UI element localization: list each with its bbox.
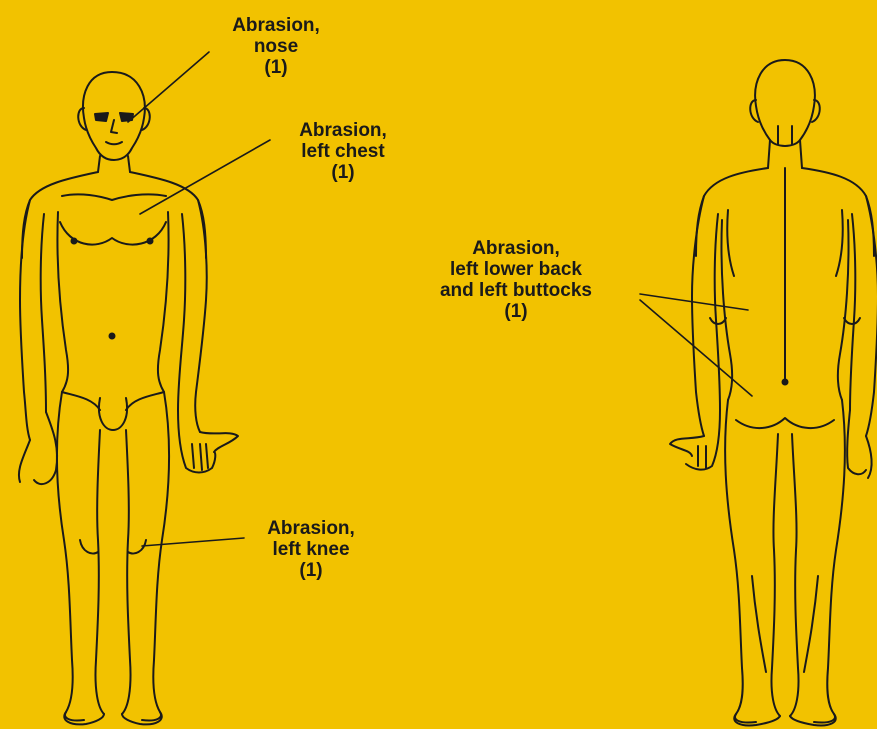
annotation-left-chest-line2: left chest (268, 141, 418, 162)
front-eye-left (95, 113, 108, 121)
annotation-left-chest-line1: Abrasion, (268, 120, 418, 141)
front-nose (111, 120, 117, 133)
annotation-left-chest: Abrasion, left chest (1) (268, 120, 418, 183)
front-torso (22, 172, 206, 258)
annotation-left-chest-line3: (1) (268, 162, 418, 183)
annotation-left-knee-line1: Abrasion, (246, 518, 376, 539)
leader-back-upper (640, 294, 748, 310)
annotation-nose-line3: (1) (206, 57, 346, 78)
annotation-left-lower-back-line3: and left buttocks (398, 280, 634, 301)
annotation-left-knee-line3: (1) (246, 560, 376, 581)
annotation-nose: Abrasion, nose (1) (206, 15, 346, 78)
annotation-nose-line1: Abrasion, (206, 15, 346, 36)
annotation-nose-line2: nose (206, 36, 346, 57)
leader-left-knee (142, 538, 244, 546)
back-figure (670, 60, 877, 725)
front-genitals (99, 398, 127, 430)
annotation-left-lower-back-line2: left lower back (398, 259, 634, 280)
annotation-left-lower-back-line1: Abrasion, (398, 238, 634, 259)
annotation-left-knee: Abrasion, left knee (1) (246, 518, 376, 581)
annotation-left-lower-back-line4: (1) (398, 301, 634, 322)
front-figure (19, 72, 238, 724)
annotation-left-knee-line2: left knee (246, 539, 376, 560)
annotation-left-lower-back: Abrasion, left lower back and left butto… (398, 238, 634, 322)
leader-left-chest (140, 140, 270, 214)
back-head (755, 60, 815, 146)
front-mouth (106, 142, 122, 144)
